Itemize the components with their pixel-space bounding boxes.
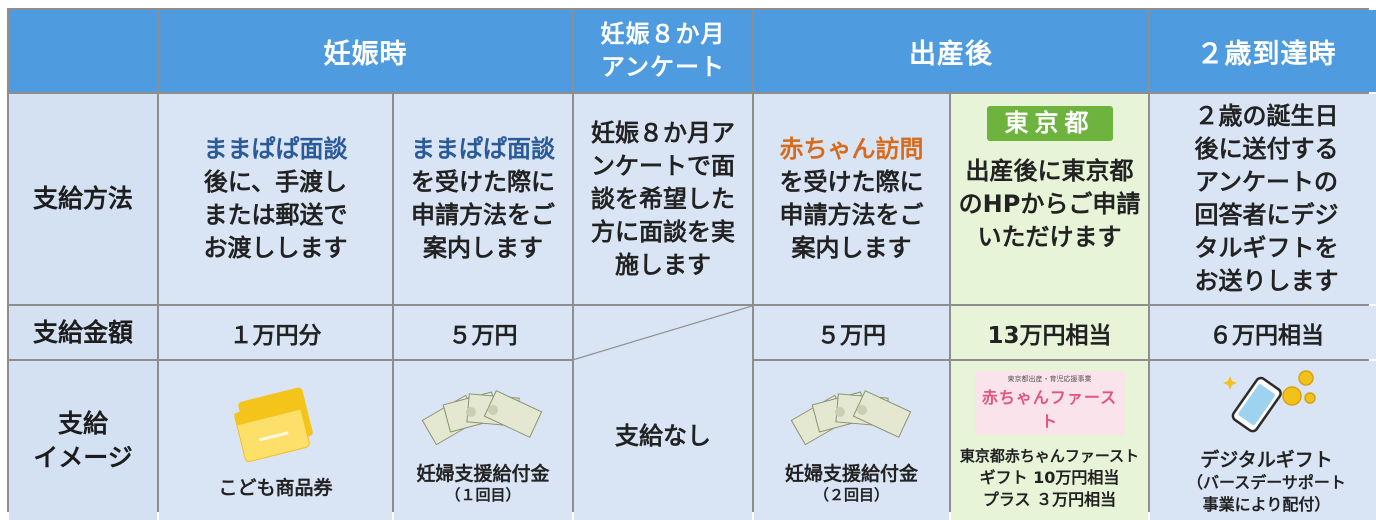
tokyo-badge: 東京都 [986, 106, 1113, 141]
header-age2-text: ２歳到達時 [1196, 38, 1337, 70]
amount-c5-text: 13万円相当 [987, 322, 1112, 349]
gift-voucher-icon [233, 387, 313, 462]
method-c4-line: 申請方法をご [779, 201, 924, 229]
amount-c5: 13万円相当 [951, 306, 1148, 359]
amount-c1-text: １万円分 [229, 322, 322, 349]
image-c3-text: 支給なし [615, 421, 711, 450]
method-c5-line: いただけます [977, 223, 1122, 251]
method-c6-line: お送りします [1194, 267, 1339, 295]
method-c2-line: 申請方法をご [411, 201, 555, 229]
diagonal-line [574, 306, 752, 520]
method-c3-line: ンケートで面 [591, 151, 735, 180]
method-c6: ２歳の誕生日 後に送付する アンケートの 回答者にデジ タルギフトを お送りしま… [1150, 94, 1376, 304]
header-survey-line1: 妊娠８か月 [600, 20, 726, 48]
amount-c1: １万円分 [159, 306, 392, 359]
method-c5-line: のHPからご申請 [958, 190, 1141, 218]
method-c3-line: 妊娠８か月ア [591, 118, 735, 147]
amount-c4: ５万円 [754, 306, 949, 359]
image-c1: こども商品券 [159, 361, 392, 520]
image-c6-line: （バースデーサポート [1187, 472, 1346, 492]
image-c6: デジタルギフト （バースデーサポート 事業により配付） [1150, 361, 1376, 520]
method-c6-line: 回答者にデジ [1194, 201, 1339, 229]
method-c1-line: 後に、手渡し [203, 168, 348, 196]
header-corner [9, 10, 157, 92]
method-c6-line: 後に送付する [1194, 135, 1339, 163]
method-c6-line: ２歳の誕生日 [1194, 102, 1339, 130]
image-c5-line: 東京都赤ちゃんファースト [959, 446, 1140, 465]
image-c4: 妊婦支援給付金 （２回目） [754, 361, 949, 520]
amount-c6: ６万円相当 [1150, 306, 1376, 359]
method-c6-line: アンケートの [1194, 168, 1339, 196]
image-c5-line: ギフト 10万円相当 [979, 467, 1120, 487]
method-c3: 妊娠８か月ア ンケートで面 談を希望した 方に面談を実 施します [574, 94, 752, 304]
method-c4-line: 案内します [791, 234, 912, 262]
method-c1-line: お渡しします [203, 234, 348, 262]
row-label-amount-text: 支給金額 [32, 317, 133, 347]
header-age2: ２歳到達時 [1150, 10, 1376, 92]
logo-small-text: 東京都出産・育児応援事業 [1007, 374, 1092, 383]
smartphone-coins-icon [1222, 369, 1316, 432]
image-c5: 東京都出産・育児応援事業 赤ちゃんファースト 東京都赤ちゃんファースト ギフト … [951, 361, 1148, 520]
method-c4-title: 赤ちゃん訪問 [779, 135, 924, 163]
method-c2-title: ままぱぱ面談 [411, 135, 555, 163]
image-c4-caption: 妊婦支援給付金 [784, 463, 918, 485]
method-c2-line: を受けた際に [411, 168, 555, 196]
method-c3-line: 施します [615, 250, 711, 279]
method-c3-line: 談を希望した [591, 184, 735, 213]
amount-c4-text: ５万円 [817, 322, 886, 349]
header-postbirth: 出産後 [754, 10, 1148, 92]
amount-c6-text: ６万円相当 [1209, 322, 1324, 349]
row-label-image-line1: 支給 [57, 408, 108, 438]
image-c4-sub: （２回目） [813, 486, 889, 504]
row-label-method-text: 支給方法 [32, 184, 133, 213]
row-label-method: 支給方法 [9, 94, 157, 304]
logo-text: 赤ちゃんファースト [981, 387, 1118, 431]
header-postbirth-text: 出産後 [909, 38, 993, 70]
amount-c2: ５万円 [394, 306, 572, 359]
method-c2-line: 案内します [423, 234, 543, 262]
method-c4: 赤ちゃん訪問 を受けた際に 申請方法をご 案内します [754, 94, 949, 304]
banknotes-icon [421, 390, 543, 446]
image-c1-caption: こども商品券 [218, 476, 333, 499]
header-survey-line2: アンケート [600, 53, 726, 81]
image-c2: 妊婦支援給付金 （１回目） [394, 361, 572, 520]
method-c6-line: タルギフトを [1194, 234, 1339, 262]
row-label-amount: 支給金額 [9, 306, 157, 359]
banknotes-icon [790, 390, 911, 446]
method-c1-title: ままぱぱ面談 [203, 135, 348, 163]
method-c5-line: 出産後に東京都 [965, 157, 1134, 185]
image-c6-caption: デジタルギフト [1200, 448, 1333, 471]
akachan-first-logo: 東京都出産・育児応援事業 赤ちゃんファースト [974, 370, 1125, 435]
method-c3-line: 方に面談を実 [591, 217, 735, 246]
method-c2: ままぱぱ面談 を受けた際に 申請方法をご 案内します [394, 94, 572, 304]
image-c2-sub: （１回目） [445, 486, 521, 504]
header-survey: 妊娠８か月 アンケート [574, 10, 752, 92]
method-c1: ままぱぱ面談 後に、手渡し または郵送で お渡しします [159, 94, 392, 304]
method-c5: 東京都 出産後に東京都 のHPからご申請 いただけます [951, 94, 1148, 304]
method-c1-line: または郵送で [203, 201, 348, 229]
header-pregnancy: 妊娠時 [159, 10, 572, 92]
image-c5-line: プラス ３万円相当 [982, 489, 1117, 509]
image-c6-line: 事業により配付） [1202, 494, 1331, 514]
image-c2-caption: 妊婦支援給付金 [416, 463, 550, 485]
amount-c2-text: ５万円 [448, 322, 518, 349]
header-pregnancy-text: 妊娠時 [323, 38, 408, 70]
support-table: 妊娠時 妊娠８か月 アンケート 出産後 ２歳到達時 支給方法 ままぱぱ面談 後に… [7, 8, 1376, 520]
row-label-image: 支給 イメージ [9, 361, 157, 520]
row-label-image-line2: イメージ [33, 442, 133, 472]
survey-no-payment: 支給なし [574, 306, 752, 520]
method-c4-line: を受けた際に [779, 168, 924, 196]
